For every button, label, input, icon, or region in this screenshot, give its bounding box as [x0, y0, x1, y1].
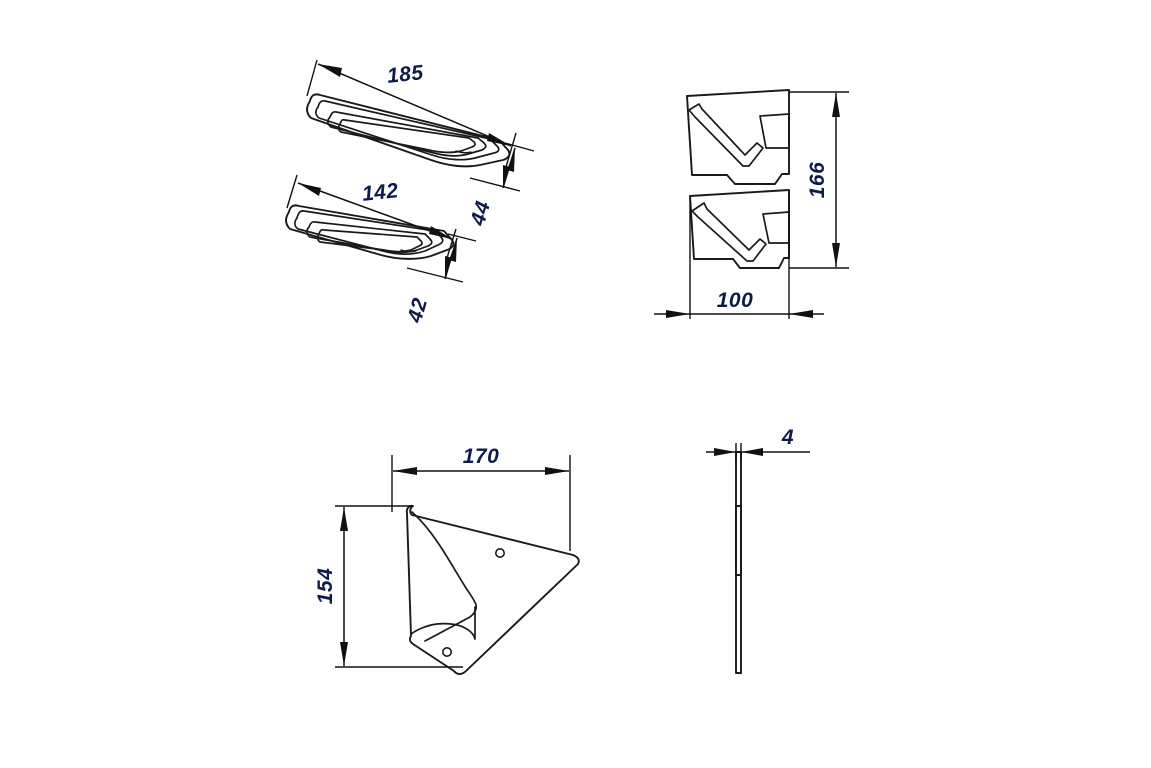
dim-185-arrow-left — [318, 64, 342, 77]
dim-4-arrow-left — [714, 448, 736, 456]
dim-166-group: 166 — [789, 91, 849, 269]
dim-100-text: 100 — [717, 289, 754, 312]
view-isometric-upper-blade — [306, 93, 511, 168]
upper-blade-contour-3 — [327, 110, 487, 157]
dim-142-line — [297, 182, 453, 240]
lower-blade-contour-2 — [294, 210, 444, 255]
upper-blade-tip-detail — [455, 150, 472, 154]
dim-4-group: 4 — [706, 426, 810, 460]
dim-42-ext-top — [447, 233, 477, 242]
upper-blade-outer-contour — [306, 93, 511, 168]
dim-185-text: 185 — [386, 61, 425, 88]
lower-blade-tip-detail — [400, 249, 417, 253]
dim-185-line — [317, 63, 512, 147]
lower-blade-contour-4 — [316, 228, 423, 253]
dim-166-arrow-top — [832, 93, 840, 117]
dim-100-arrow-right — [789, 310, 813, 318]
side-upper-edge-line — [686, 95, 693, 176]
dim-42-arrow-top — [449, 238, 457, 262]
dim-185-ext-right — [505, 132, 517, 168]
dim-142-group: 142 — [286, 174, 457, 259]
dim-185-arrow-right — [487, 133, 511, 146]
front-panel-outline — [405, 504, 580, 675]
dim-44-arrow-top — [507, 148, 515, 172]
edge-profile-lower — [735, 505, 742, 674]
dim-142-arrow-right — [429, 226, 452, 239]
dim-170-text: 170 — [463, 445, 500, 468]
dim-142-arrow-left — [298, 183, 321, 196]
dim-4-arrow-right — [741, 448, 763, 456]
dim-44-ext-top — [504, 142, 535, 152]
dim-154-arrow-top — [340, 507, 348, 531]
dim-154-group: 154 — [314, 505, 463, 668]
dim-166-arrow-bottom — [832, 243, 840, 267]
dim-44-arrow-bottom — [503, 165, 510, 188]
side-upper-notch — [759, 113, 790, 149]
dim-166-text: 166 — [806, 162, 829, 199]
dim-170-group: 170 — [391, 445, 571, 551]
upper-blade-contour-2 — [315, 99, 500, 161]
dim-185-ext-left — [306, 59, 318, 97]
dim-154-text: 154 — [314, 568, 337, 605]
dim-42-ext-bottom — [406, 267, 464, 283]
lower-blade-contour-3 — [306, 220, 433, 254]
dim-44-ext-bottom — [469, 177, 521, 192]
view-isometric-lower-blade — [285, 204, 455, 260]
dim-142-text: 142 — [361, 179, 400, 206]
lower-blade-outer-contour — [285, 204, 455, 260]
front-inner-recess-lower — [410, 606, 476, 640]
upper-blade-contour-4 — [337, 118, 476, 154]
dim-142-ext-left — [286, 174, 298, 209]
side-lower-hook-inner — [691, 202, 767, 262]
dim-154-arrow-bottom — [340, 642, 348, 666]
dim-100-arrow-left — [666, 310, 690, 318]
dim-185-group: 185 — [306, 59, 517, 168]
dim-170-arrow-right — [545, 467, 569, 475]
dim-170-arrow-left — [393, 467, 417, 475]
dim-42-arrow-bottom — [445, 256, 452, 279]
mounting-hole-upper — [494, 547, 505, 558]
dim-142-ext-right — [446, 228, 457, 259]
side-upper-hook-inner — [688, 103, 764, 167]
dim-100-group: 100 — [654, 190, 824, 319]
dim-4-text: 4 — [781, 426, 794, 449]
mounting-hole-lower — [441, 646, 452, 657]
view-front-elevation — [405, 504, 580, 675]
